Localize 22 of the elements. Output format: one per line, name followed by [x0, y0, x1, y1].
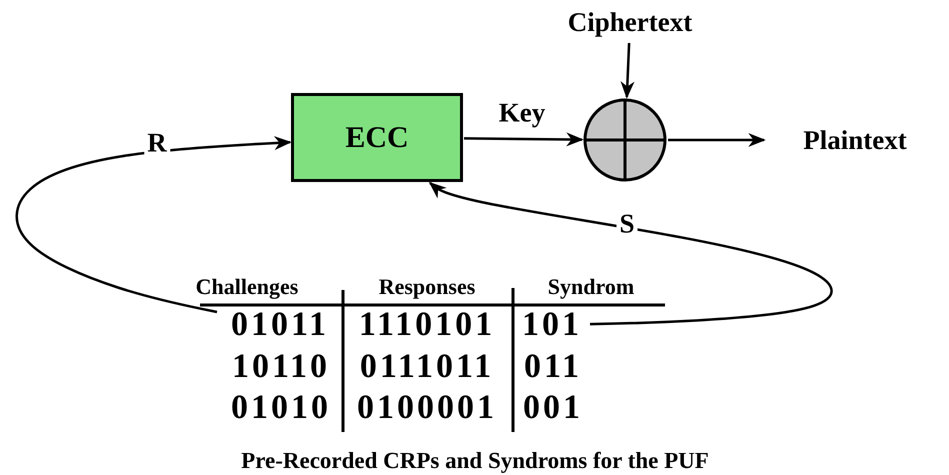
input-text: Ciphertext	[568, 6, 692, 38]
arrow	[668, 133, 766, 147]
arrow	[428, 182, 832, 326]
table-entry: 10110	[232, 350, 330, 384]
process-box	[291, 93, 463, 182]
column-header: Challenges	[196, 276, 298, 298]
table-entry: 0111011	[360, 350, 494, 384]
output-text: Plaintext	[803, 124, 907, 156]
table-entry: 001	[523, 391, 583, 425]
table-entry: 01011	[230, 306, 330, 344]
table-entry: 101	[522, 306, 582, 344]
box-label: ECC	[345, 120, 409, 154]
arrow	[620, 42, 634, 99]
column-header: Responses	[378, 276, 476, 298]
arrow	[464, 132, 584, 146]
table-entry: 01010	[231, 391, 331, 425]
caption: Pre-Recorded CRPs and Syndroms for the PUF	[241, 448, 709, 474]
table-entry: 0100001	[357, 391, 497, 425]
table-entry: 011	[524, 350, 582, 384]
column-header: Syndrom	[548, 276, 634, 298]
table-entry: 1110101	[358, 308, 496, 342]
arrow	[16, 136, 292, 314]
